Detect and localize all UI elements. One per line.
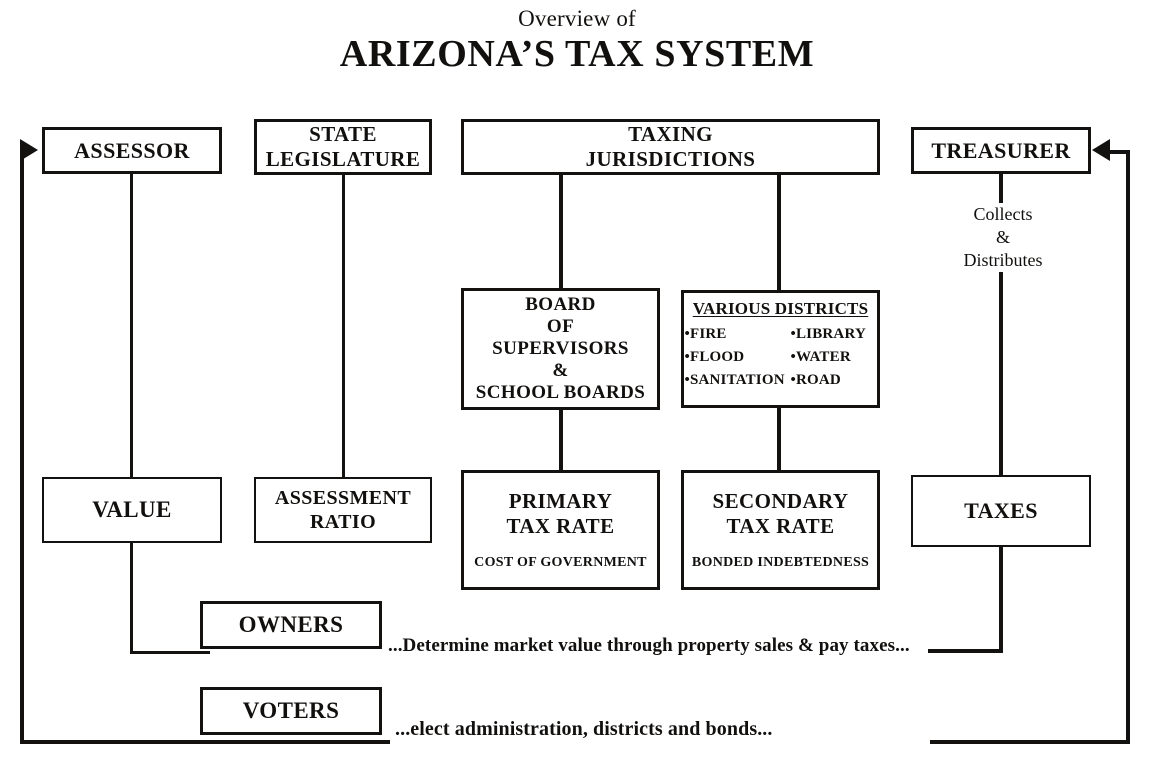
connector-legislature-to-ratio bbox=[342, 173, 345, 480]
node-primary-tax-rate-label-2: TAX RATE bbox=[506, 514, 615, 538]
annotation-owners-caption: ...Determine market value through proper… bbox=[386, 635, 912, 657]
page-title: Overview of ARIZONA’S TAX SYSTEM bbox=[0, 6, 1154, 76]
connector-bottom-rail-right bbox=[930, 740, 1130, 744]
node-primary-tax-rate-label-1: PRIMARY bbox=[508, 489, 613, 513]
node-taxes-label: TAXES bbox=[964, 498, 1038, 523]
node-voters[interactable]: VOTERS bbox=[200, 687, 382, 735]
district-item-water: •WATER bbox=[790, 349, 851, 365]
arrowhead-into-treasurer bbox=[1092, 139, 1110, 161]
district-item-road: •ROAD bbox=[790, 372, 841, 388]
node-state-legislature-label-2: LEGISLATURE bbox=[265, 147, 421, 171]
connector-jurisdictions-to-districts bbox=[777, 173, 781, 293]
connector-treasurer-to-collects bbox=[999, 172, 1003, 212]
node-owners[interactable]: OWNERS bbox=[200, 601, 382, 649]
node-various-districts-heading: VARIOUS DISTRICTS bbox=[692, 299, 869, 318]
node-taxing-jurisdictions-label-2: JURISDICTIONS bbox=[585, 147, 756, 171]
districts-list: •FIRE •LIBRARY •FLOOD •WATER •SANITATION… bbox=[685, 323, 877, 392]
node-value-label: VALUE bbox=[92, 497, 172, 522]
node-primary-tax-rate-subtitle: COST OF GOVERNMENT bbox=[474, 555, 647, 570]
connector-right-loop-vertical bbox=[1126, 152, 1130, 744]
node-secondary-tax-rate[interactable]: SECONDARY TAX RATE BONDED INDEBTEDNESS bbox=[681, 470, 880, 590]
node-secondary-tax-rate-subtitle: BONDED INDEBTEDNESS bbox=[691, 555, 870, 570]
connector-bottom-rail-left bbox=[20, 740, 390, 744]
title-main: ARIZONA’S TAX SYSTEM bbox=[339, 33, 815, 75]
node-assessor[interactable]: ASSESSOR bbox=[42, 127, 222, 174]
node-board-label-5: SCHOOL BOARDS bbox=[475, 382, 646, 403]
collects-line-1: Collects bbox=[973, 204, 1033, 224]
connector-assessor-to-value bbox=[130, 172, 133, 480]
node-taxing-jurisdictions-label-1: TAXING bbox=[628, 122, 713, 146]
title-overline: Overview of bbox=[518, 6, 636, 31]
connector-board-to-primary bbox=[559, 407, 563, 473]
node-board-label-4: & bbox=[552, 360, 569, 381]
node-treasurer-label: TREASURER bbox=[931, 137, 1071, 163]
connector-value-to-owners-vertical bbox=[130, 541, 133, 654]
node-assessment-ratio-label-2: RATIO bbox=[309, 511, 377, 533]
node-taxing-jurisdictions[interactable]: TAXING JURISDICTIONS bbox=[461, 119, 880, 175]
node-secondary-tax-rate-label-2: TAX RATE bbox=[726, 514, 835, 538]
node-state-legislature-label-1: STATE bbox=[309, 122, 377, 146]
node-board-of-supervisors[interactable]: BOARD OF SUPERVISORS & SCHOOL BOARDS bbox=[461, 288, 660, 410]
node-treasurer[interactable]: TREASURER bbox=[911, 127, 1091, 174]
node-voters-label: VOTERS bbox=[242, 698, 340, 723]
connector-taxes-to-owners-vertical bbox=[999, 545, 1003, 653]
node-board-label-3: SUPERVISORS bbox=[492, 338, 629, 359]
node-primary-tax-rate[interactable]: PRIMARY TAX RATE COST OF GOVERNMENT bbox=[461, 470, 660, 590]
connector-collects-to-taxes bbox=[999, 270, 1003, 478]
collects-line-2: & bbox=[995, 227, 1010, 247]
annotation-voters-caption: ...elect administration, districts and b… bbox=[393, 718, 775, 741]
node-value[interactable]: VALUE bbox=[42, 477, 222, 543]
district-item-flood: •FLOOD bbox=[684, 349, 745, 365]
district-item-library: •LIBRARY bbox=[790, 326, 867, 342]
node-assessment-ratio-label-1: ASSESSMENT bbox=[274, 487, 412, 509]
arrowhead-into-assessor bbox=[20, 139, 38, 161]
node-assessment-ratio[interactable]: ASSESSMENT RATIO bbox=[254, 477, 432, 543]
connector-value-to-owners-horizontal bbox=[130, 651, 210, 654]
connector-treasurer-inlet bbox=[1110, 150, 1130, 154]
connector-taxes-to-owners-horizontal bbox=[928, 649, 1003, 653]
node-taxes[interactable]: TAXES bbox=[911, 475, 1091, 547]
connector-left-loop-vertical bbox=[20, 148, 24, 744]
node-various-districts[interactable]: VARIOUS DISTRICTS •FIRE •LIBRARY •FLOOD … bbox=[681, 290, 880, 408]
annotation-collects-distributes: Collects & Distributes bbox=[940, 203, 1066, 272]
node-board-label-1: BOARD bbox=[525, 294, 596, 315]
district-item-sanitation: •SANITATION bbox=[684, 372, 785, 388]
district-item-fire: •FIRE bbox=[684, 326, 727, 342]
collects-line-3: Distributes bbox=[963, 250, 1043, 270]
node-assessor-label: ASSESSOR bbox=[74, 137, 190, 163]
node-state-legislature[interactable]: STATE LEGISLATURE bbox=[254, 119, 432, 175]
connector-districts-to-secondary bbox=[777, 405, 781, 473]
node-secondary-tax-rate-label-1: SECONDARY bbox=[712, 489, 849, 513]
node-owners-label: OWNERS bbox=[238, 612, 344, 637]
node-board-label-2: OF bbox=[546, 316, 575, 337]
connector-jurisdictions-to-board bbox=[559, 173, 563, 291]
